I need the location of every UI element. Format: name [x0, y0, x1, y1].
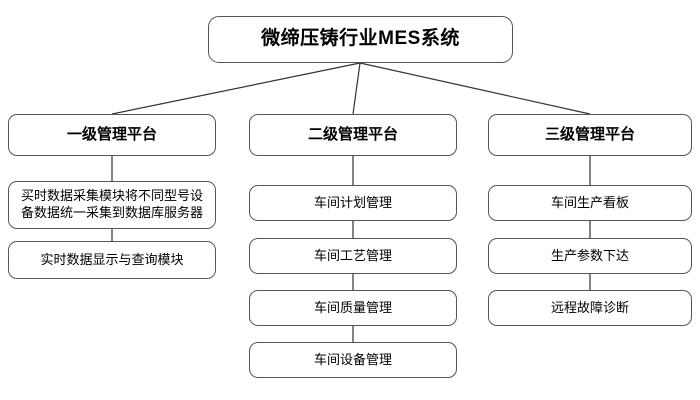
- connector-root-to-level1: [111, 62, 361, 115]
- node-col1-item-0-label: 车间计划管理: [313, 194, 392, 210]
- node-level3-platform-label: 三级管理平台: [544, 126, 635, 144]
- node-col0-item-1-label: 实时数据显示与查询模块: [40, 251, 184, 267]
- node-col1-item-3[interactable]: 车间设备管理: [249, 342, 457, 378]
- node-col0-item-0[interactable]: 买时数据采集模块将不同型号设 备数据统一采集到数据库服务器: [8, 181, 216, 229]
- node-col1-item-3-label: 车间设备管理: [313, 351, 392, 367]
- node-col2-item-0-label: 车间生产看板: [550, 194, 629, 210]
- node-col2-item-1-label: 生产参数下达: [550, 247, 629, 263]
- node-col1-item-0[interactable]: 车间计划管理: [249, 185, 457, 221]
- node-level2-platform-label: 二级管理平台: [307, 126, 398, 144]
- node-col1-item-2-label: 车间质量管理: [313, 299, 392, 315]
- node-col0-item-1[interactable]: 实时数据显示与查询模块: [8, 241, 216, 279]
- node-col1-item-1[interactable]: 车间工艺管理: [249, 238, 457, 274]
- node-col0-item-0-label: 买时数据采集模块将不同型号设 备数据统一采集到数据库服务器: [20, 188, 203, 220]
- node-level2-platform[interactable]: 二级管理平台: [249, 114, 457, 156]
- node-col1-item-1-label: 车间工艺管理: [313, 247, 392, 263]
- node-level3-platform[interactable]: 三级管理平台: [488, 114, 692, 156]
- node-col2-item-2-label: 远程故障诊断: [550, 299, 629, 315]
- connector-root-to-level3: [359, 62, 591, 115]
- node-col2-item-2[interactable]: 远程故障诊断: [488, 290, 692, 326]
- node-col1-item-2[interactable]: 车间质量管理: [249, 290, 457, 326]
- node-level1-platform-label: 一级管理平台: [66, 126, 157, 144]
- node-root-title-label: 微缔压铸行业MES系统: [261, 28, 460, 50]
- connector-root-to-level2: [352, 62, 361, 115]
- node-col2-item-0[interactable]: 车间生产看板: [488, 185, 692, 221]
- node-root-title[interactable]: 微缔压铸行业MES系统: [208, 16, 513, 63]
- node-col2-item-1[interactable]: 生产参数下达: [488, 238, 692, 274]
- node-level1-platform[interactable]: 一级管理平台: [8, 114, 216, 156]
